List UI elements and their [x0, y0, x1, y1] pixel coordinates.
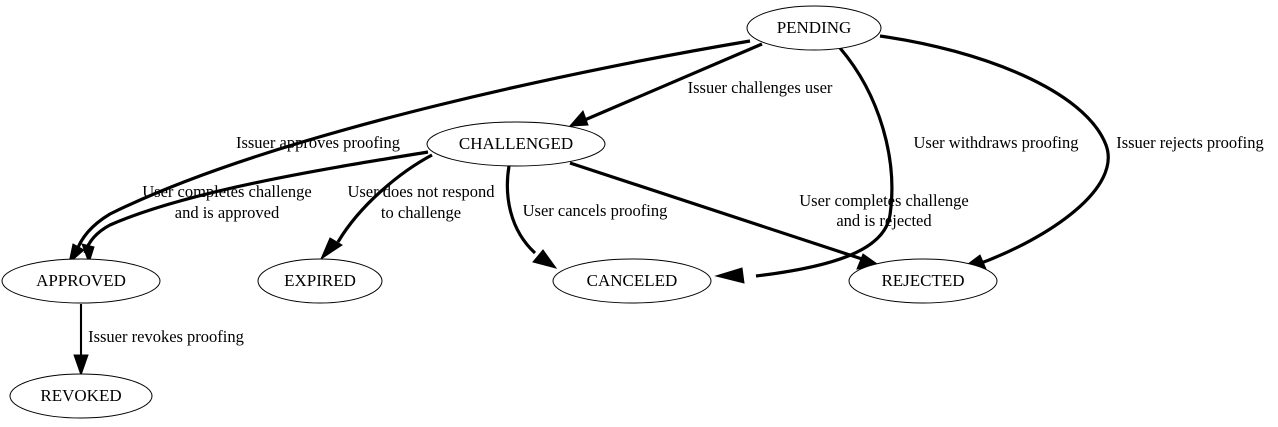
edge-label-issuer-approves-proofing: Issuer approves proofing	[236, 133, 400, 152]
node-revoked-ellipse	[9, 373, 153, 419]
edge-pending-to-canceled[interactable]: User withdraws proofing	[714, 46, 1079, 284]
edge-pending-to-challenged-arrowhead	[568, 110, 589, 127]
edge-label-user-completes-challenge-rejected-line1: User completes challenge	[799, 191, 969, 210]
edge-label-user-completes-challenge-rejected-line2: and is rejected	[836, 211, 932, 230]
edge-challenged-to-rejected-path	[569, 161, 863, 261]
node-rejected-label: REJECTED	[881, 271, 964, 290]
edge-label-issuer-rejects-proofing: Issuer rejects proofing	[1116, 133, 1264, 152]
edge-challenged-to-canceled-arrowhead	[532, 249, 558, 269]
edge-challenged-to-expired-arrowhead	[319, 237, 343, 261]
node-approved-label: APPROVED	[36, 271, 126, 290]
node-revoked-label: REVOKED	[40, 386, 121, 405]
edge-approved-to-revoked-arrowhead	[73, 354, 89, 377]
node-pending[interactable]: PENDING	[746, 5, 882, 51]
edge-challenged-to-expired-path	[336, 153, 433, 243]
edge-challenged-to-approved-path	[83, 150, 429, 254]
node-pending-label: PENDING	[777, 18, 852, 37]
node-expired[interactable]: EXPIRED	[257, 258, 383, 304]
edge-challenged-to-approved-second[interactable]: User completes challenge and is approved	[142, 182, 312, 222]
edge-label-user-does-not-respond-line1: User does not respond	[347, 182, 495, 201]
node-approved-ellipse	[1, 258, 161, 304]
edge-challenged-to-canceled[interactable]: User cancels proofing	[505, 165, 668, 269]
node-challenged-label: CHALLENGED	[459, 134, 573, 153]
edge-pending-to-approved-path	[74, 39, 751, 254]
node-challenged[interactable]: CHALLENGED	[426, 121, 606, 167]
edge-pending-to-approved[interactable]	[68, 39, 751, 265]
node-canceled-label: CANCELED	[587, 271, 678, 290]
edge-approved-to-revoked[interactable]: Issuer revokes proofing	[73, 304, 244, 377]
node-approved[interactable]: APPROVED	[1, 258, 161, 304]
node-expired-ellipse	[257, 258, 383, 304]
edge-label-user-withdraws-proofing: User withdraws proofing	[914, 133, 1079, 152]
edge-pending-to-challenged[interactable]: Issuer challenges user	[568, 42, 833, 127]
edge-challenged-to-expired[interactable]: User does not respond to challenge	[319, 153, 495, 261]
node-canceled[interactable]: CANCELED	[552, 258, 712, 304]
edge-label-user-cancels-proofing: User cancels proofing	[523, 201, 668, 220]
edge-label-user-does-not-respond-line2: to challenge	[381, 203, 461, 222]
node-rejected-ellipse	[848, 258, 998, 304]
edge-pending-to-rejected-path	[879, 34, 1110, 267]
edge-pending-to-challenged-path	[579, 42, 763, 124]
node-pending-ellipse	[746, 5, 882, 51]
node-canceled-ellipse	[552, 258, 712, 304]
node-challenged-ellipse	[426, 121, 606, 167]
edge-pending-to-rejected[interactable]: Issuer rejects proofing	[879, 34, 1264, 271]
edge-challenged-to-canceled-path	[505, 165, 537, 255]
edge-label-user-completes-challenge-approved-line1: User completes challenge	[142, 182, 312, 201]
edge-pending-to-approved-arrowhead	[68, 243, 85, 265]
node-revoked[interactable]: REVOKED	[9, 373, 153, 419]
node-rejected[interactable]: REJECTED	[848, 258, 998, 304]
edge-label-issuer-revokes-proofing: Issuer revokes proofing	[88, 327, 244, 346]
node-expired-label: EXPIRED	[284, 271, 356, 290]
edge-pending-to-canceled-path	[755, 46, 894, 278]
edge-challenged-to-rejected[interactable]: User completes challenge and is rejected	[569, 161, 969, 270]
edge-label-issuer-challenges-user: Issuer challenges user	[688, 78, 833, 97]
edge-challenged-to-approved-arrowhead	[81, 243, 95, 265]
edge-challenged-to-approved[interactable]: Issuer approves proofing	[81, 133, 429, 265]
edge-label-user-completes-challenge-approved-line2: and is approved	[175, 203, 280, 222]
edge-pending-to-canceled-arrowhead	[714, 267, 745, 284]
